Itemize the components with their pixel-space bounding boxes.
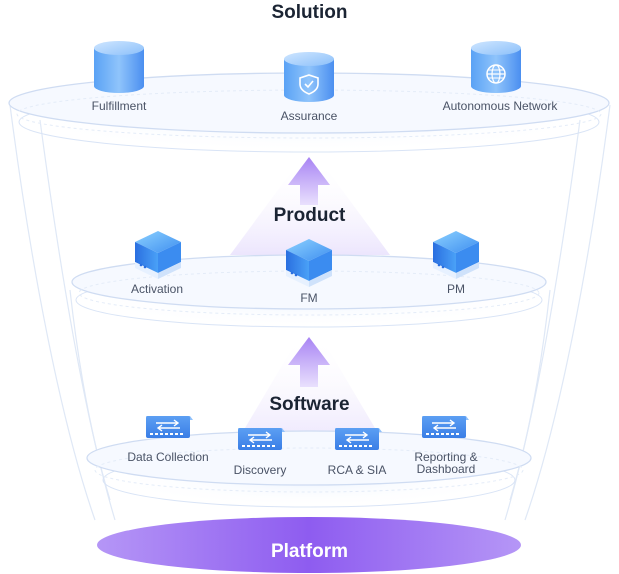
arrow-up-icon bbox=[288, 157, 330, 205]
server-cube-icon bbox=[286, 239, 332, 287]
platform-title: Platform bbox=[270, 541, 349, 562]
arrow-up-icon bbox=[288, 337, 330, 387]
network-switch-icon bbox=[238, 428, 285, 450]
network-switch-icon bbox=[146, 416, 193, 438]
funnel-outline bbox=[9, 104, 611, 521]
solution-item-autonomous-network-label: Autonomous Network bbox=[442, 99, 558, 113]
software-item-data-collection-label: Data Collection bbox=[127, 450, 209, 464]
server-cube-icon bbox=[135, 231, 181, 279]
product-item-pm-label: PM bbox=[447, 282, 465, 296]
beam-upper bbox=[230, 160, 390, 255]
solution-title: Solution bbox=[271, 2, 348, 23]
software-title: Software bbox=[269, 394, 350, 415]
software-item-reporting-label-line2: Dashboard bbox=[416, 462, 476, 476]
software-disc bbox=[86, 430, 532, 508]
solution-disc bbox=[8, 72, 610, 153]
server-cube-icon bbox=[433, 231, 479, 279]
network-switch-icon bbox=[335, 428, 382, 450]
product-title: Product bbox=[273, 205, 346, 226]
product-item-activation-label: Activation bbox=[130, 282, 184, 296]
solution-item-assurance-label: Assurance bbox=[280, 109, 338, 123]
database-icon bbox=[94, 41, 144, 93]
product-item-fm-label: FM bbox=[300, 291, 318, 305]
shield-database-icon bbox=[284, 52, 334, 102]
software-item-rca-sia-label: RCA & SIA bbox=[327, 463, 387, 477]
beam-lower bbox=[235, 335, 385, 445]
software-item-reporting-label-line1: Reporting & bbox=[414, 450, 478, 464]
globe-database-icon bbox=[471, 41, 521, 93]
software-item-discovery-label: Discovery bbox=[233, 463, 287, 477]
platform-ellipse bbox=[97, 517, 521, 573]
solution-item-fulfillment-label: Fulfillment bbox=[91, 99, 147, 113]
network-switch-icon bbox=[422, 416, 469, 438]
